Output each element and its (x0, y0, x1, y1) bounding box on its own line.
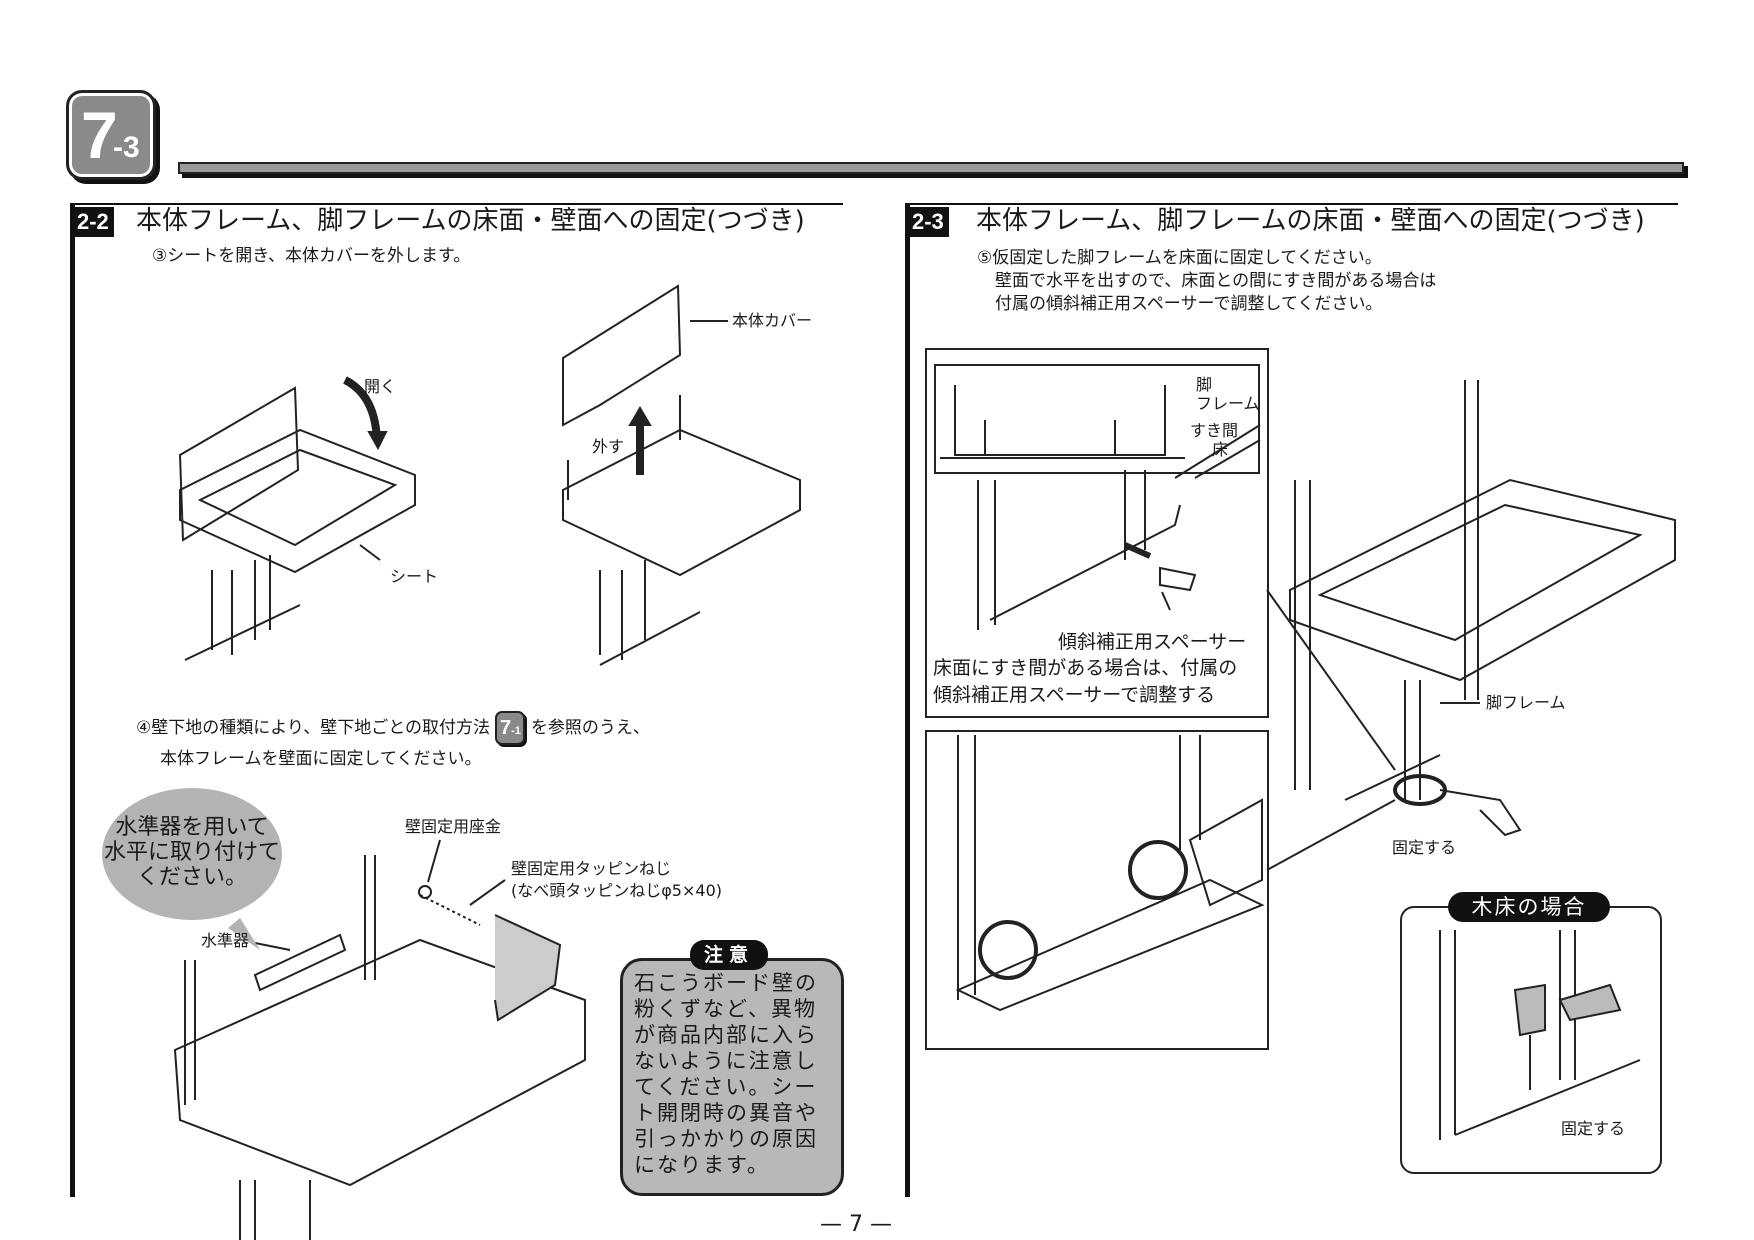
step-4-text-pre: ④壁下地の種類により、壁下地ごとの取付方法 (136, 718, 491, 738)
bubble-line: ください。 (136, 865, 247, 890)
step-4-text: ④壁下地の種類により、壁下地ごとの取付方法 7-1 を参照のうえ、 (136, 711, 650, 745)
right-section-side-rule (905, 203, 910, 1197)
reference-badge: 7-1 (495, 711, 526, 745)
screw-label: 壁固定用タッピンねじ (511, 859, 672, 878)
step-5-line-3: 付属の傾斜補正用スペーサーで調整してください。 (995, 294, 1383, 314)
caution-box (620, 958, 844, 1196)
step-4-text-post: を参照のうえ、 (530, 718, 650, 738)
wood-floor-title: 木床の場合 (1448, 892, 1610, 922)
seat-label: シート (390, 567, 439, 586)
spacer-label: 傾斜補正用スペーサー (1058, 631, 1247, 653)
step-5-line-1: ⑤仮固定した脚フレームを床面に固定してください。 (977, 248, 1382, 268)
bubble-text: 水準器を用いて 水平に取り付けて ください。 (102, 815, 282, 890)
chapter-sub: -3 (113, 131, 140, 164)
step-4-line-2: 本体フレームを壁面に固定してください。 (160, 749, 482, 769)
left-section-side-rule (70, 203, 75, 1197)
gap-detail-inset (925, 348, 1269, 718)
gap-label: すき間 (1190, 421, 1239, 440)
cover-removed-illustration (359, 284, 801, 666)
right-section-top-rule (905, 203, 1678, 205)
wall-mount-illustration (173, 839, 586, 1240)
level-label: 水準器 (201, 931, 250, 950)
frame-label: フレーム (1196, 394, 1260, 413)
leg-frame-fix-illustration (1266, 380, 1676, 871)
bubble-line: 水平に取り付けて (103, 840, 280, 865)
leg-label: 脚 (1196, 375, 1213, 394)
fix-label: 固定する (1392, 838, 1457, 857)
wood-floor-illustration (1439, 930, 1641, 1140)
floor-label: 床 (1212, 440, 1229, 459)
section-number: 2-3 (907, 207, 949, 237)
chapter-badge: 7 -3 (66, 90, 156, 180)
gap-detail-illustration (940, 385, 1261, 630)
bubble-line: 水準器を用いて (115, 815, 269, 840)
step-5-line-2: 壁面で水平を出すので、床面との間にすき間がある場合は (995, 271, 1437, 291)
screw-spec-label: (なべ頭タッピンねじφ5×40) (511, 881, 722, 900)
bolt-closeup-inset (925, 730, 1269, 1050)
cover-label: 本体カバー (732, 311, 813, 330)
page-number-dash: — (820, 1212, 842, 1237)
caution-title: 注意 (690, 940, 768, 970)
ref-sub: -1 (511, 725, 521, 737)
washer-label: 壁固定用座金 (405, 817, 502, 836)
section-number: 2-2 (72, 207, 114, 237)
page-number-value: 7 (849, 1212, 863, 1237)
page-number: — 7 — (820, 1212, 892, 1237)
section-title: 本体フレーム、脚フレームの床面・壁面への固定(つづき) (976, 206, 1645, 236)
speech-bubble (102, 788, 282, 920)
page-number-dash: — (870, 1212, 892, 1237)
bolt-closeup-illustration (955, 735, 1265, 1012)
step-3-text: ③シートを開き、本体カバーを外します。 (152, 246, 471, 266)
gap-detail-sub-inset (934, 364, 1260, 474)
seat-open-illustration (178, 376, 416, 661)
chapter-number: 7 (81, 98, 118, 172)
open-label: 開く (364, 377, 397, 396)
leg-frame-label: 脚フレーム (1486, 693, 1566, 712)
caution-text: 石こうボード壁の粉くずなど、異物が商品内部に入らないように注意してください。シー… (634, 971, 818, 1177)
wood-floor-fix-label: 固定する (1561, 1119, 1626, 1138)
ref-number: 7 (500, 717, 512, 739)
inset-note-line-2: 傾斜補正用スペーサーで調整する (933, 684, 1216, 706)
inset-note-line-1: 床面にすき間がある場合は、付属の (933, 657, 1238, 679)
left-section-top-rule (70, 203, 843, 205)
header-rule (178, 162, 1684, 174)
remove-label: 外す (592, 437, 625, 456)
section-title: 本体フレーム、脚フレームの床面・壁面への固定(つづき) (136, 206, 805, 236)
